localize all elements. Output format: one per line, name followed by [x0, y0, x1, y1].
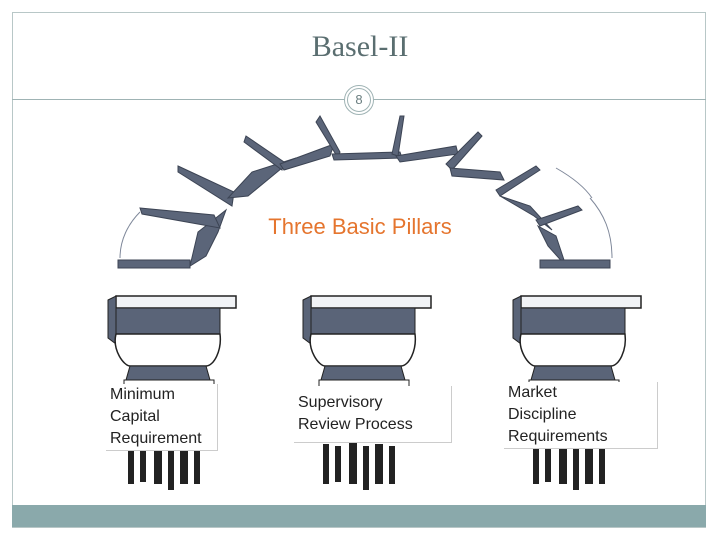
- label-line: Minimum: [110, 386, 175, 403]
- arch-block: [449, 167, 505, 181]
- arch-block: [331, 151, 403, 161]
- label-line: Supervisory: [298, 394, 383, 411]
- label-line: Requirements: [508, 428, 608, 445]
- arch-block: [495, 165, 541, 197]
- arch-block: [139, 207, 221, 229]
- footer-bar: [12, 505, 706, 527]
- label-line: Requirement: [110, 430, 202, 447]
- slide-title: Basel-II: [311, 30, 409, 63]
- label-line: Capital: [110, 408, 160, 425]
- page-number-badge: 8: [344, 85, 374, 115]
- pillar-label-market-discipline: Market Discipline Requirements: [504, 382, 658, 449]
- arch-block: [391, 115, 405, 157]
- arch-block: [539, 259, 611, 269]
- arch-block: [243, 135, 285, 171]
- arch-block: [535, 205, 583, 227]
- label-line: Review Process: [298, 416, 413, 433]
- arch-block: [499, 195, 553, 231]
- arch-block: [279, 143, 335, 171]
- arch-title: Three Basic Pillars: [268, 214, 452, 239]
- arch-block: [177, 165, 235, 207]
- arch: [117, 115, 611, 269]
- page-number: 8: [355, 92, 363, 107]
- slide-frame: [12, 12, 706, 528]
- pillar-label-supervisory-review: Supervisory Review Process: [294, 386, 452, 443]
- label-line: Market: [508, 384, 557, 401]
- pillar: [302, 295, 432, 490]
- label-line: Discipline: [508, 406, 577, 423]
- arch-block: [445, 131, 483, 171]
- arch-block: [395, 145, 459, 163]
- arch-block: [117, 259, 191, 269]
- pillar-label-minimum-capital: Minimum Capital Requirement: [106, 384, 218, 451]
